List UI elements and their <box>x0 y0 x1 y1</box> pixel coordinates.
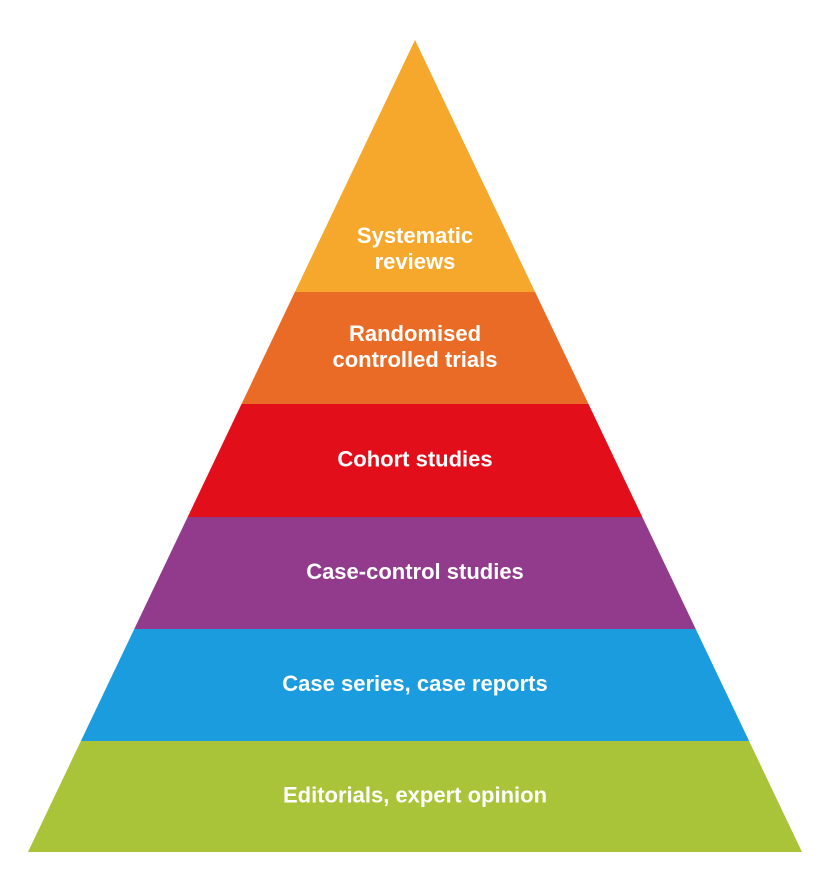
pyramid-tier-1-label-line-2: reviews <box>375 249 456 274</box>
pyramid-tier-2-label-line-1: Randomised <box>349 321 481 346</box>
pyramid-tier-4-label: Case-control studies <box>306 559 524 584</box>
pyramid-tier-6-label-line-1: Editorials, expert opinion <box>283 782 547 807</box>
pyramid-tier-3-label-line-1: Cohort studies <box>337 446 492 471</box>
pyramid-tier-4 <box>134 517 696 629</box>
pyramid-tier-1-label-line-1: Systematic <box>357 223 473 248</box>
pyramid-tier-5-label-line-1: Case series, case reports <box>282 671 547 696</box>
pyramid-tier-6 <box>28 741 802 852</box>
pyramid-tier-6-label: Editorials, expert opinion <box>283 782 547 807</box>
pyramid-tier-3 <box>187 404 643 517</box>
pyramid-tier-2 <box>241 292 589 404</box>
pyramid-tier-1 <box>294 40 536 292</box>
pyramid-tier-3-label: Cohort studies <box>337 446 492 471</box>
pyramid-tier-5-label: Case series, case reports <box>282 671 547 696</box>
pyramid-tier-2-label-line-2: controlled trials <box>332 347 497 372</box>
pyramid-tier-4-label-line-1: Case-control studies <box>306 559 524 584</box>
pyramid-tier-5 <box>80 629 750 741</box>
